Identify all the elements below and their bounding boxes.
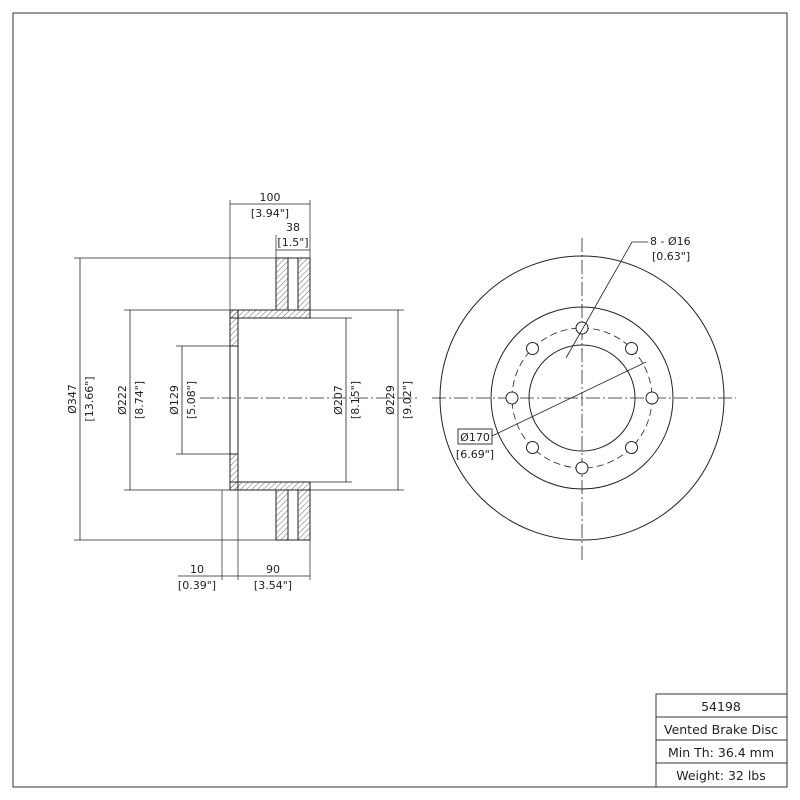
bolt-holes (505, 321, 659, 475)
bolt-hole (575, 461, 589, 475)
bolt-hole (526, 441, 539, 454)
title-block-text: 54198 Vented Brake Disc Min Th: 36.4 mm … (664, 699, 778, 783)
vent-channel-top (287, 257, 299, 311)
side-section-view (74, 200, 420, 580)
vent-channel-bottom (287, 489, 299, 541)
hat-wall-bottom (229, 481, 311, 491)
hat-outer-in: [9.02"] (401, 381, 414, 419)
bolt-holes-mm: 8 - Ø16 (650, 235, 691, 248)
bolt-circle-mm: Ø170 (460, 431, 490, 444)
bolt-hole (526, 342, 539, 355)
front-view-labels: 8 - Ø16 [0.63"] Ø170 [6.69"] (456, 235, 691, 461)
friction-width-mm: 38 (286, 221, 300, 234)
outer-diameter-in: [13.66"] (83, 376, 96, 421)
min-thickness: Min Th: 36.4 mm (668, 745, 774, 760)
hat-thickness-mm: 10 (190, 563, 204, 576)
hat-mount-face-top (229, 309, 239, 347)
hat-wall-top (229, 309, 311, 319)
friction-width-in: [1.5"] (277, 236, 308, 249)
hat-outer-circle (490, 306, 674, 490)
part-description: Vented Brake Disc (664, 722, 778, 737)
bolt-hole (645, 391, 659, 405)
overall-width-in: [3.94"] (251, 207, 289, 220)
hat-height-mm: 90 (266, 563, 280, 576)
bolt-hole (625, 441, 638, 454)
bolt-hole (625, 342, 638, 355)
hat-height-in: [3.54"] (254, 579, 292, 592)
front-view (432, 238, 736, 562)
bolt-circle-leader (491, 361, 647, 437)
inner-friction-mm: Ø207 (332, 385, 345, 415)
bolt-hole (505, 391, 519, 405)
weight: Weight: 32 lbs (676, 768, 766, 783)
part-number: 54198 (701, 699, 741, 714)
center-bore-circle (528, 344, 636, 452)
title-block (655, 693, 788, 788)
hat-diameter-mm: Ø222 (116, 385, 129, 415)
hat-mount-face-bottom (229, 453, 239, 491)
hat-outer-mm: Ø229 (384, 385, 397, 415)
bolt-holes-in: [0.63"] (652, 250, 690, 263)
bolt-hole (575, 321, 589, 335)
hat-thickness-in: [0.39"] (178, 579, 216, 592)
overall-width-mm: 100 (260, 191, 281, 204)
outer-diameter-mm: Ø347 (66, 384, 79, 414)
hat-diameter-in: [8.74"] (133, 381, 146, 419)
center-bore-mm: Ø129 (168, 385, 181, 415)
bolt-hole-leader (565, 241, 648, 359)
rotor-outer-circle (439, 255, 725, 541)
bolt-circle-in: [6.69"] (456, 448, 494, 461)
bolt-circle-label-box (457, 428, 493, 445)
sheet-border (12, 12, 788, 788)
center-bore-in: [5.08"] (185, 381, 198, 419)
side-view-labels: 100 [3.94"] 38 [1.5"] Ø347 [13.66"] Ø222… (66, 191, 414, 592)
inner-friction-in: [8.15"] (349, 381, 362, 419)
hat-bore-face (229, 345, 239, 455)
